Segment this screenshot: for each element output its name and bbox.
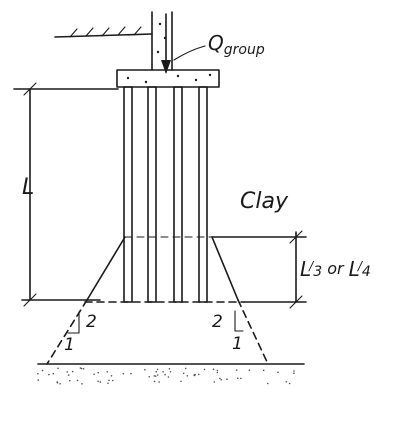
stipple-dot [122,372,125,375]
stipple-dot [158,381,160,383]
stipple-dot [198,373,200,376]
slope-vertical-left: 2 [86,312,97,332]
stipple-dot [106,371,109,373]
stipple-dot [59,383,61,385]
stipple-dot [82,368,85,370]
slope-vertical-right: 2 [212,312,223,332]
stipple-dot [57,367,59,370]
stipple-dot [235,369,238,371]
stipple-dot [293,370,295,372]
pile-cap [116,69,220,88]
stipple-dot [240,377,242,380]
stipple-dot [277,371,279,374]
stipple-dot [186,375,189,377]
load-label: Qgroup [208,31,265,58]
stipple-dot [162,371,164,373]
pile-1 [123,86,133,303]
stipple-dot [153,375,156,377]
stipple-dot [216,371,219,374]
stipple-dot [148,376,150,378]
bearing-stratum [37,363,305,385]
stipple-dot [130,372,132,375]
stipple-dot [66,371,68,373]
pile-3 [173,86,183,303]
stipple-dot [93,373,95,376]
stipple-dot [76,379,79,382]
stipple-dot [220,379,222,381]
piles [123,86,208,303]
slope-triangle-left [67,311,80,334]
stipple-dot [52,372,55,375]
stipple-dot [219,377,221,380]
stipple-dot [169,371,172,373]
stipple-dot [41,369,44,372]
stipple-dot [184,367,187,370]
stipple-dot [237,377,239,380]
length-label: L [22,175,34,200]
stipple-dot [112,379,114,382]
stipple-dot [180,380,182,383]
stipple-dot [108,379,110,382]
stipple-dot [37,379,40,381]
stipple-dot [203,368,206,371]
pile-2 [147,86,157,303]
stipple-dot [293,372,295,375]
ground-surface [54,26,153,38]
spread-line-left-lower [46,299,88,365]
stipple-dot [56,382,59,384]
stipple-dot [71,370,74,373]
stipple-dot [288,382,291,385]
stipple-dot [154,375,157,377]
stipple-dot [226,378,228,381]
pile-4 [198,86,208,303]
spread-line-right-lower [237,299,269,365]
stipple-dot [167,376,170,378]
stipple-dot [48,373,50,376]
slope-horizontal-left: 1 [64,335,75,355]
stipple-dot [213,381,216,383]
zone-label: L/3 or L/4 [300,257,371,281]
spread-line-left-upper [86,236,126,301]
stipple-dot [67,374,70,376]
load-arrow [161,13,171,74]
stipple-dot [107,382,109,385]
slope-triangle-right [234,310,244,332]
stipple-dot [156,374,159,376]
stipple-dot [267,382,269,385]
stipple-dot [37,373,39,375]
stipple-dot [168,368,171,370]
stipple-dot [69,379,71,382]
stipple-dot [144,368,146,371]
stipple-dot [212,368,215,371]
stipple-dot [99,381,102,383]
stipple-dot [193,374,196,377]
stipple-dot [79,367,82,369]
stipple-dot [110,375,113,377]
stipple-dot [164,373,166,376]
stipple-dot [156,368,159,371]
stipple-dot [216,369,219,372]
stipple-dot [153,380,156,383]
stipple-dot [285,381,288,383]
stipple-dot [97,380,99,383]
stipple-dot [155,370,158,373]
soil-label: Clay [240,189,289,214]
stipple-dot [262,369,265,372]
slope-horizontal-right: 1 [232,334,243,354]
stipple-dot [248,369,251,372]
load-leader [173,45,206,61]
spread-line-right-upper [211,236,239,301]
stipple-dot [97,371,99,374]
stipple-dot [81,383,83,385]
stipple-dot [182,372,185,375]
zone-dimension [211,230,307,309]
